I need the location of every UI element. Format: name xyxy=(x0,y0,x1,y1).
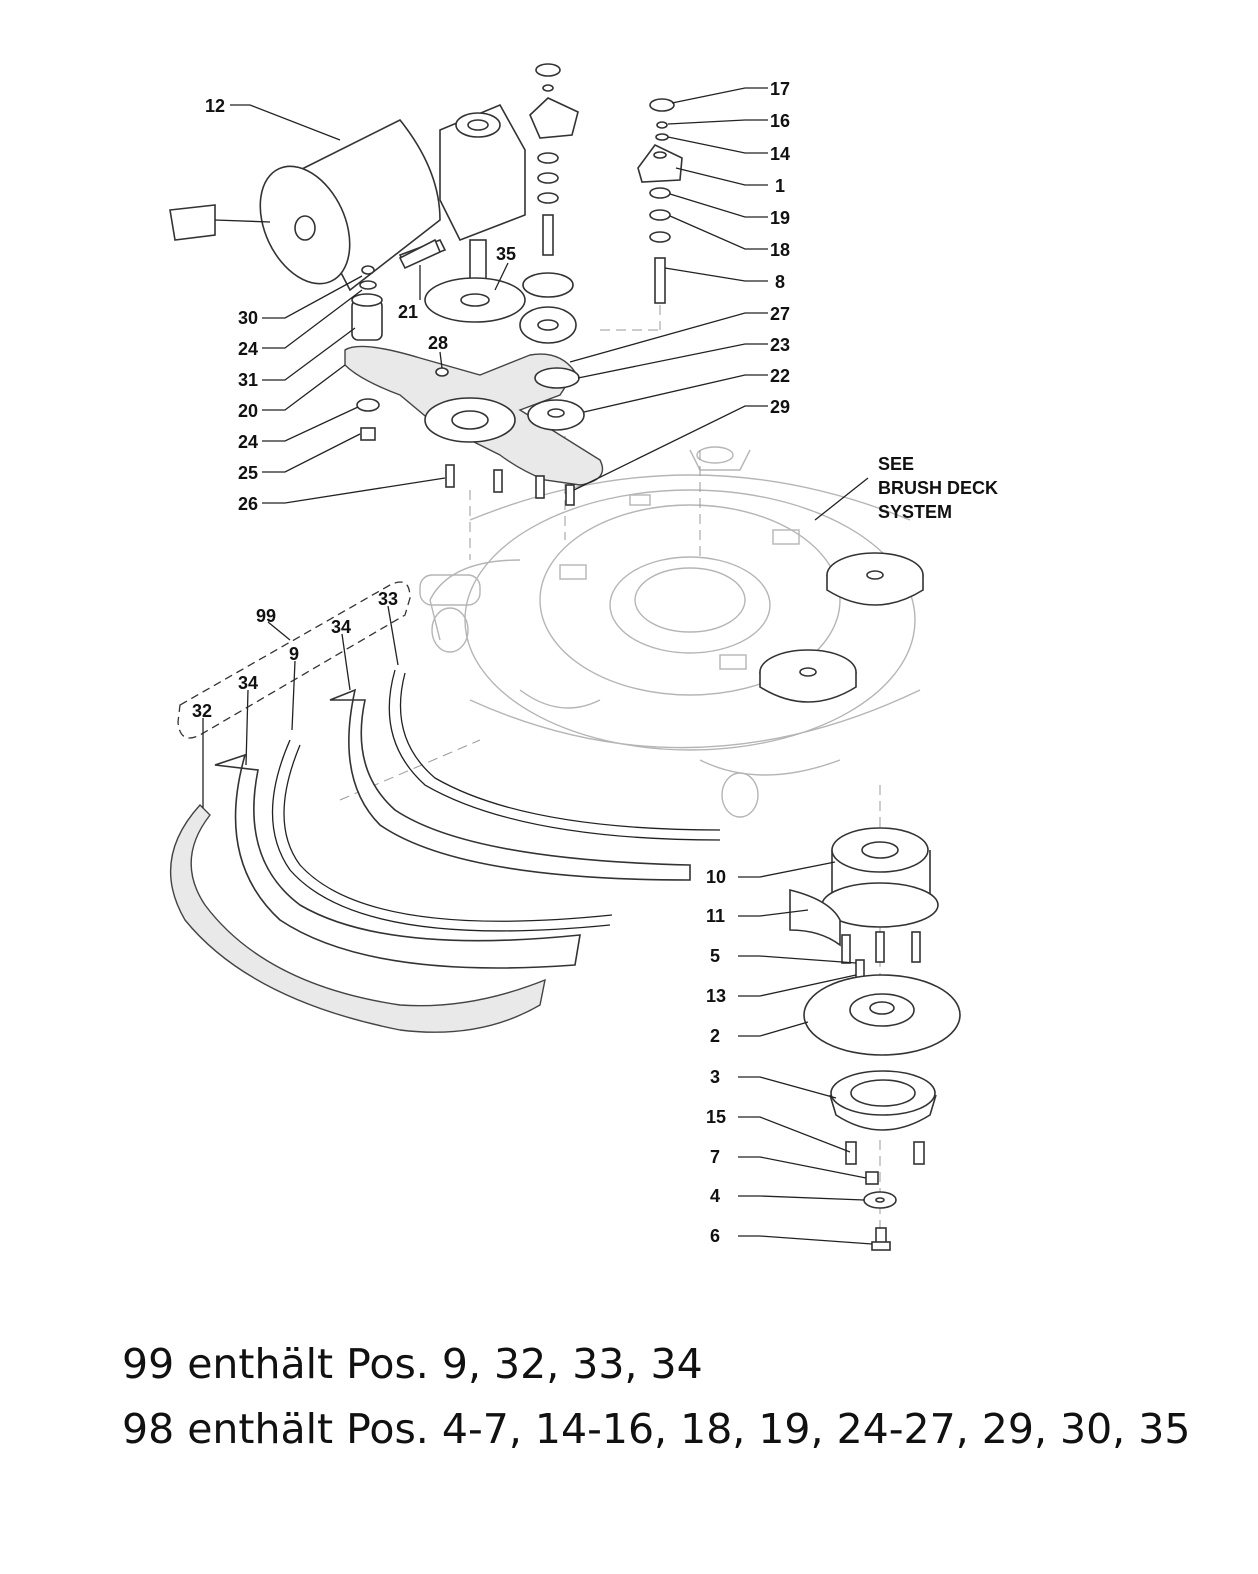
callout-29: 29 xyxy=(770,397,790,417)
washer-18b xyxy=(649,231,671,243)
isolator-31 xyxy=(351,293,383,341)
washer-24-bottom xyxy=(356,398,380,412)
bumper-strip-32 xyxy=(169,803,546,1033)
see-note-line-3: SYSTEM xyxy=(878,502,952,522)
drive-motor xyxy=(169,103,526,292)
callout-16: 16 xyxy=(770,111,790,131)
nut-16 xyxy=(656,121,668,129)
upper-left-hardware-stack xyxy=(519,63,579,344)
band-33 xyxy=(388,669,721,841)
callout-18: 18 xyxy=(770,240,790,260)
callout-31: 31 xyxy=(238,370,258,390)
see-note-line-2: BRUSH DECK xyxy=(878,478,998,498)
callout-99: 99 xyxy=(256,606,276,626)
caption-kit-98: 98 enthält Pos. 4-7, 14-16, 18, 19, 24-2… xyxy=(122,1405,1191,1453)
callout-34-right: 34 xyxy=(331,617,351,637)
callout-13: 13 xyxy=(706,986,726,1006)
callout-35: 35 xyxy=(496,244,516,264)
callout-34-left: 34 xyxy=(238,673,258,693)
kit-99-outline xyxy=(177,581,411,739)
washer-14 xyxy=(655,133,669,141)
callout-25: 25 xyxy=(238,463,258,483)
callout-11: 11 xyxy=(706,906,725,926)
exploded-parts-diagram: 12 17 16 14 1 19 18 8 35 21 30 24 31 20 … xyxy=(169,63,998,1251)
callout-30: 30 xyxy=(238,308,258,328)
washer-18 xyxy=(649,209,671,221)
screws-26 xyxy=(445,464,545,499)
callout-4: 4 xyxy=(710,1186,720,1206)
screw-29 xyxy=(565,484,575,506)
nut-28 xyxy=(435,367,449,377)
skirt-34-front xyxy=(214,753,581,969)
clip-band-9 xyxy=(271,739,613,932)
callout-15: 15 xyxy=(706,1107,726,1127)
washer-19 xyxy=(649,187,671,199)
shield-11 xyxy=(789,888,841,947)
callout-24-lower: 24 xyxy=(238,432,258,452)
callout-27: 27 xyxy=(770,304,790,324)
see-note-line-1: SEE xyxy=(878,454,914,474)
washer-24-top xyxy=(359,280,377,290)
callout-26: 26 xyxy=(238,494,258,514)
nut-7 xyxy=(865,1171,879,1185)
fitting-21 xyxy=(398,238,442,270)
stud-8 xyxy=(654,257,666,304)
nut-30 xyxy=(361,265,375,275)
callout-labels: 12 17 16 14 1 19 18 8 35 21 30 24 31 20 … xyxy=(192,79,790,1246)
callout-33: 33 xyxy=(378,589,398,609)
bolts-15 xyxy=(845,1141,925,1165)
callout-19: 19 xyxy=(770,208,790,228)
deck-roller-right xyxy=(826,552,924,606)
assembly-guide-lines xyxy=(339,305,881,1240)
callout-8: 8 xyxy=(775,272,785,292)
callout-9: 9 xyxy=(289,644,299,664)
brush-deck-housing xyxy=(419,446,921,818)
callout-7: 7 xyxy=(710,1147,720,1167)
skirt-34-back xyxy=(329,688,691,881)
plate-23 xyxy=(534,367,580,389)
callout-3: 3 xyxy=(710,1067,720,1087)
deck-roller-front xyxy=(759,649,857,703)
washer-4 xyxy=(863,1191,897,1209)
pins-5 xyxy=(841,931,921,964)
callout-21: 21 xyxy=(398,302,418,322)
hub-ring-3 xyxy=(829,1070,937,1131)
callout-17: 17 xyxy=(770,79,790,99)
motor-flange xyxy=(424,277,526,323)
callout-28: 28 xyxy=(428,333,448,353)
callout-22: 22 xyxy=(770,366,790,386)
callout-2: 2 xyxy=(710,1026,720,1046)
see-brush-deck-note: SEE BRUSH DECK SYSTEM xyxy=(878,454,998,522)
callout-24-upper: 24 xyxy=(238,339,258,359)
isolator-22 xyxy=(527,399,585,431)
triangle-plate-1 xyxy=(637,143,683,183)
leader-lines xyxy=(202,87,873,1245)
cap-17 xyxy=(649,98,675,112)
bolt-6 xyxy=(871,1227,891,1251)
drive-plate-2 xyxy=(803,974,961,1056)
callout-1: 1 xyxy=(775,176,785,196)
callout-12: 12 xyxy=(205,96,225,116)
callout-10: 10 xyxy=(706,867,726,887)
nut-25 xyxy=(360,427,376,441)
callout-20: 20 xyxy=(238,401,258,421)
callout-5: 5 xyxy=(710,946,720,966)
callout-6: 6 xyxy=(710,1226,720,1246)
caption-kit-99: 99 enthält Pos. 9, 32, 33, 34 xyxy=(122,1340,703,1388)
callout-14: 14 xyxy=(770,144,790,164)
callout-32: 32 xyxy=(192,701,212,721)
hub-housing-10 xyxy=(821,827,939,928)
callout-23: 23 xyxy=(770,335,790,355)
